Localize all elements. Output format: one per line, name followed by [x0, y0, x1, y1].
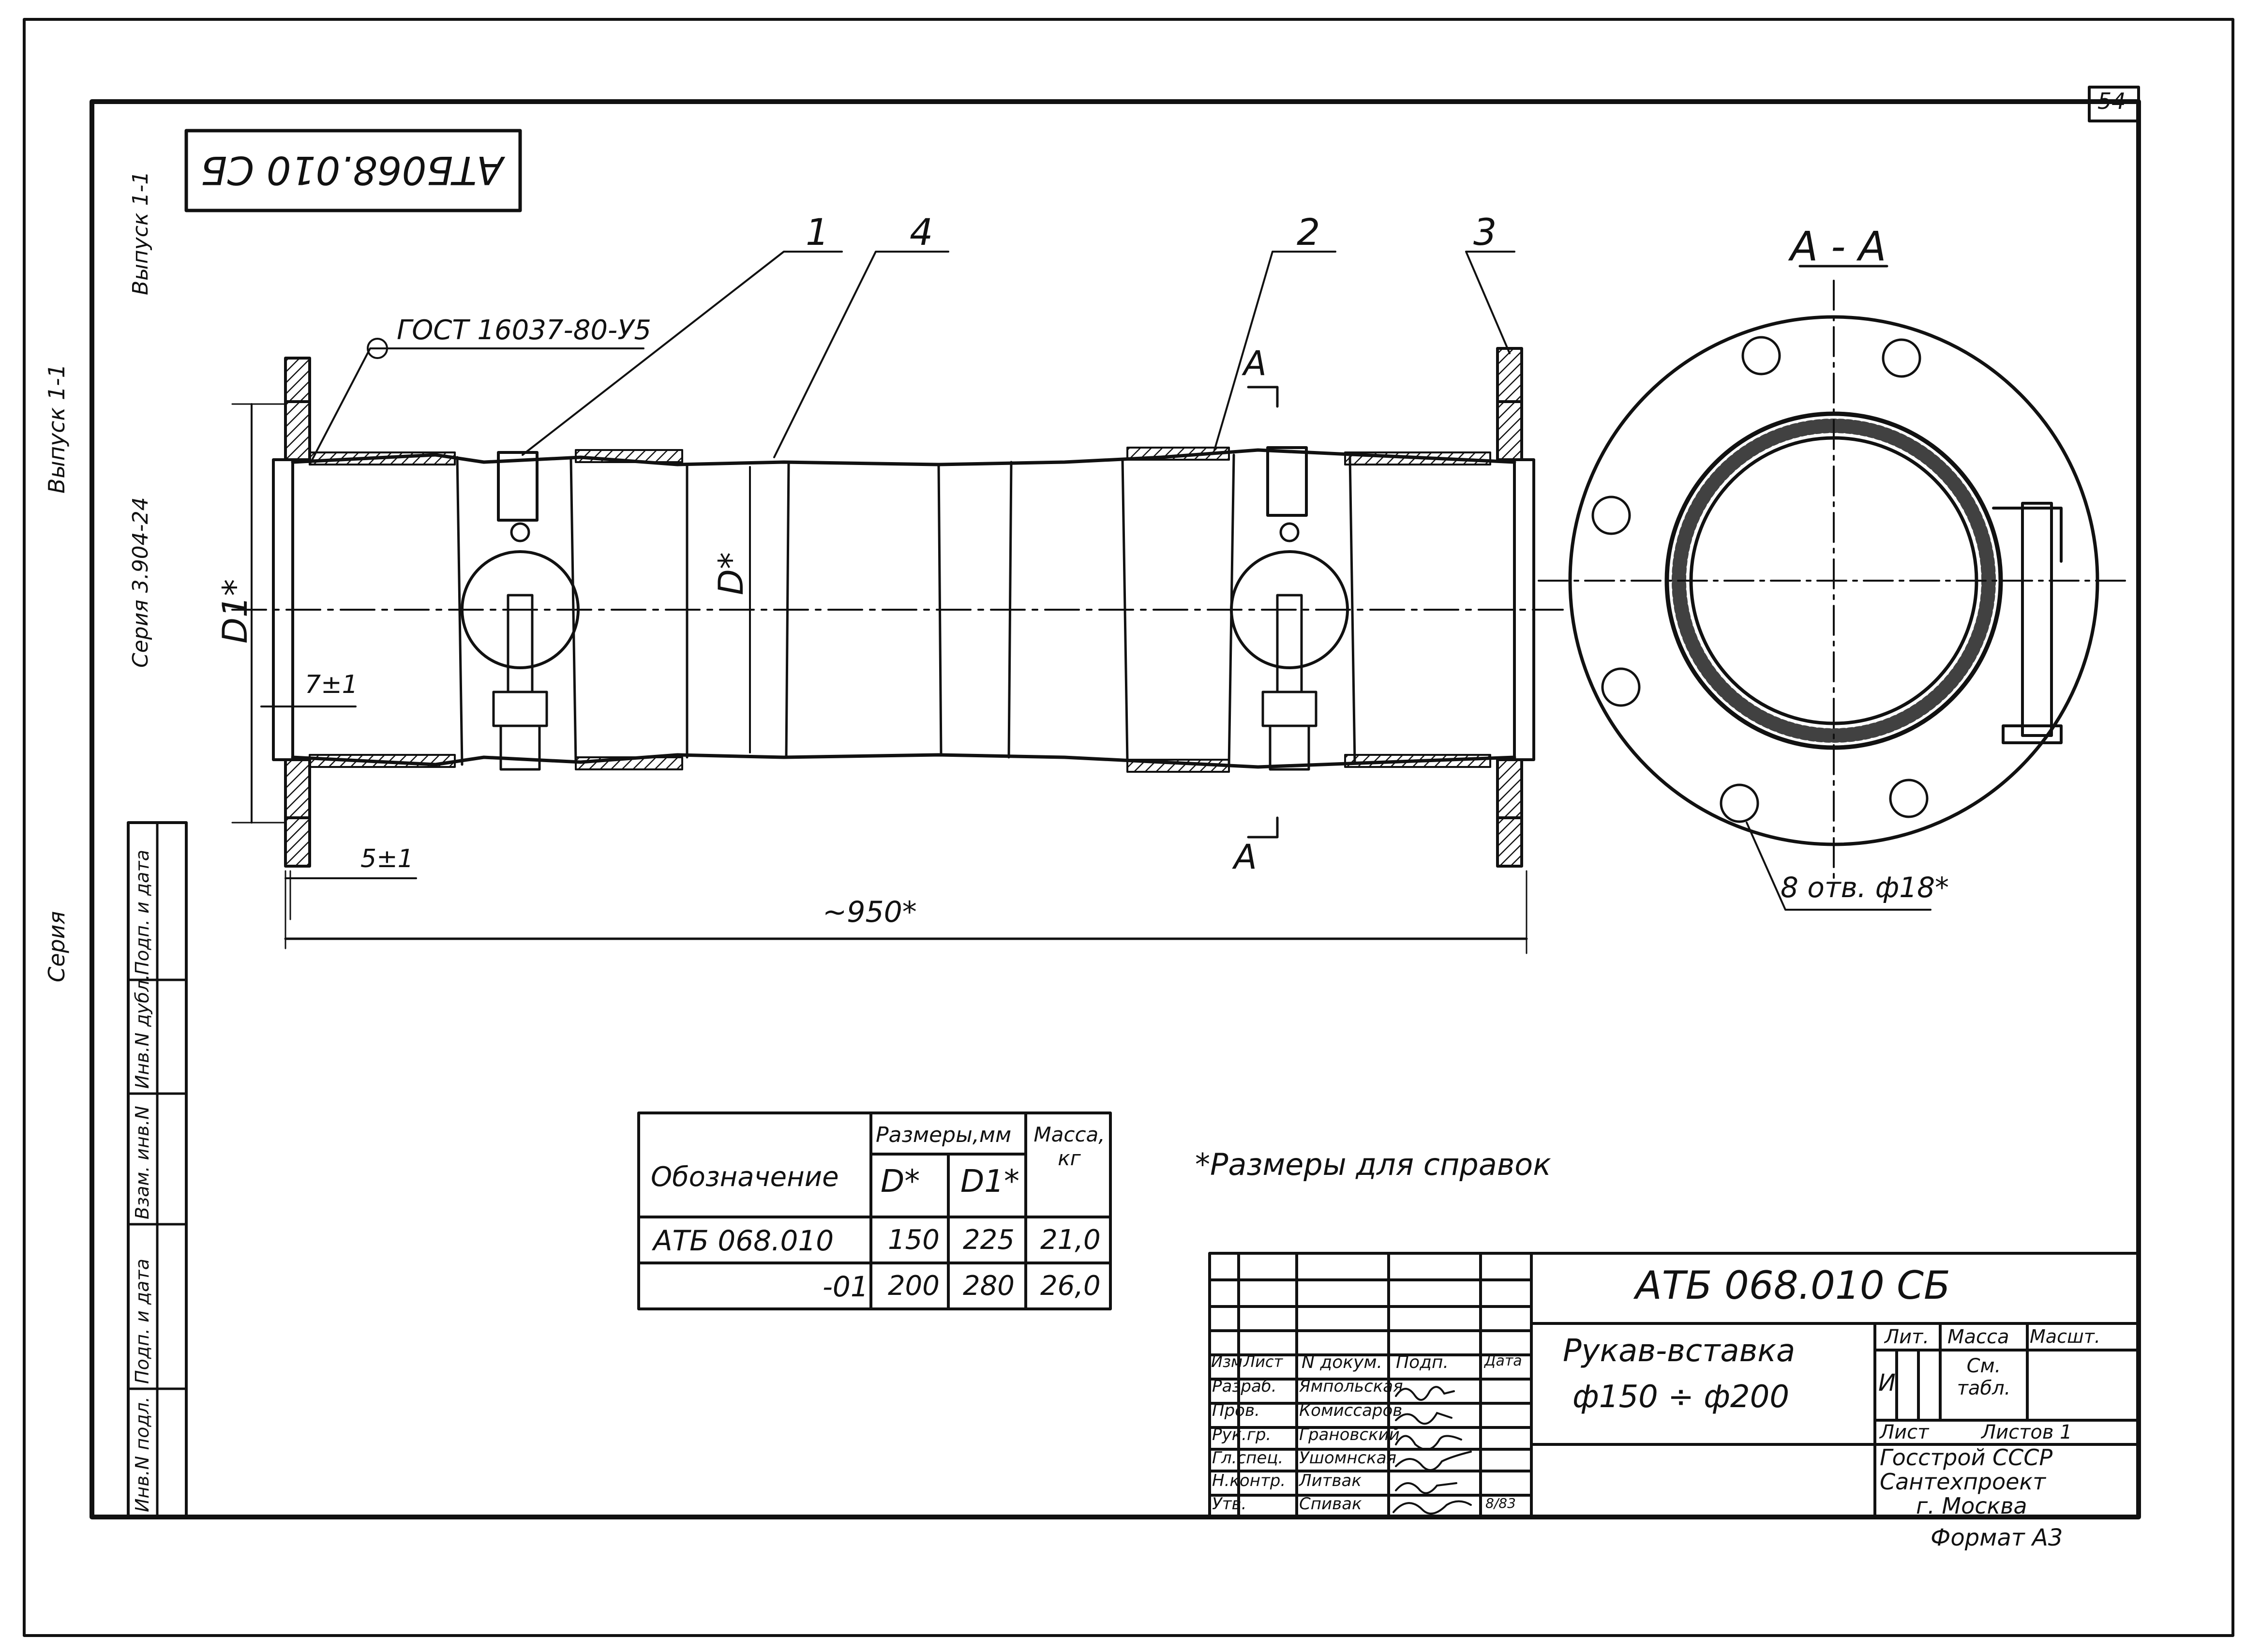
lit-label: Лит.: [1885, 1326, 1930, 1348]
staff-role-1: Разраб.: [1212, 1377, 1277, 1396]
callout-4: 4: [910, 210, 933, 254]
size-table-grid: [637, 1111, 1112, 1310]
signature-6: [1393, 1500, 1472, 1515]
mass-label: Масса: [1947, 1326, 2009, 1348]
col-header-podp: Подп.: [1396, 1352, 1449, 1372]
dim-7: 7±1: [305, 670, 358, 699]
mass-value: См. табл.: [1957, 1355, 2011, 1399]
size-row-1-D: 150: [888, 1224, 940, 1256]
org-line-3: г. Москва: [1916, 1493, 2027, 1519]
staff-role-3: Рук.гр.: [1212, 1425, 1272, 1444]
col-header-data: Дата: [1484, 1352, 1522, 1369]
signature-2: [1395, 1412, 1452, 1425]
staff-name-1: Ямпольская: [1299, 1377, 1403, 1396]
page-number: 54: [2097, 88, 2126, 114]
section-title: А - А: [1790, 223, 1887, 270]
size-row-2-designation: -01: [823, 1270, 868, 1303]
size-row-1-mass: 21,0: [1040, 1224, 1101, 1256]
staff-name-4: Ушомнская: [1299, 1448, 1397, 1468]
format-label: Формат А3: [1931, 1524, 2063, 1551]
col-header-list: Лист: [1243, 1352, 1283, 1371]
size-row-2-mass: 26,0: [1040, 1270, 1101, 1302]
approval-date: 8/83: [1485, 1495, 1516, 1511]
col-header-ndokum: N докум.: [1302, 1352, 1382, 1372]
signature-5: [1395, 1482, 1457, 1494]
callout-1: 1: [806, 210, 829, 254]
org-line-1: Госстрой СССР: [1880, 1444, 2053, 1471]
size-table-header-designation: Обозначение: [651, 1161, 839, 1193]
size-table-header-sizes: Размеры,мм: [876, 1123, 1012, 1147]
section-mark-top: А: [1243, 344, 1267, 383]
size-row-2-D1: 280: [963, 1270, 1015, 1302]
title-name-line1: Рукав-вставка: [1563, 1333, 1796, 1369]
size-table-header-D: D*: [881, 1164, 920, 1200]
size-row-1-designation: АТБ 068.010: [653, 1224, 834, 1257]
gost-note: ГОСТ 16037-80-У5: [397, 315, 651, 346]
inner-frame: [90, 99, 2141, 1519]
sheets-label: Листов 1: [1981, 1421, 2072, 1443]
col-header-izm: Изм: [1211, 1352, 1243, 1371]
title-doc-code: АТБ 068.010 СБ: [1635, 1263, 1950, 1308]
outer-border: [23, 18, 2234, 1637]
size-table-header-D1: D1*: [960, 1164, 1019, 1200]
sheet-label: Лист: [1880, 1421, 1929, 1443]
size-table-header-mass: Масса, кг: [1033, 1123, 1105, 1170]
callout-2: 2: [1297, 210, 1320, 254]
reference-note: *Размеры для справок: [1195, 1147, 1551, 1182]
scale-label: Масшт.: [2030, 1326, 2100, 1347]
signature-3: [1395, 1435, 1462, 1451]
staff-name-5: Литвак: [1299, 1471, 1362, 1490]
page-number-box: [2088, 86, 2140, 122]
staff-role-6: Утв.: [1212, 1494, 1247, 1514]
staff-role-4: Гл.спец.: [1212, 1448, 1284, 1468]
signature-4: [1395, 1451, 1472, 1471]
staff-name-2: Комиссаров: [1299, 1401, 1403, 1420]
org-line-2: Сантехпроект: [1880, 1469, 2046, 1495]
doc-code-stamp-box: [184, 129, 522, 212]
size-row-2-D: 200: [888, 1270, 940, 1302]
holes-note: 8 отв. ф18*: [1781, 871, 1949, 904]
section-mark-bottom: А: [1234, 837, 1257, 877]
size-row-1-D1: 225: [963, 1224, 1015, 1256]
callout-3: 3: [1473, 210, 1497, 254]
staff-name-6: Спивак: [1299, 1494, 1362, 1514]
title-name-line2: ф150 ÷ ф200: [1572, 1379, 1790, 1415]
title-block-grid: [1208, 1252, 2140, 1518]
staff-name-3: Грановский: [1299, 1425, 1400, 1444]
staff-role-5: Н.контр.: [1212, 1471, 1286, 1490]
staff-role-2: Пров.: [1212, 1401, 1260, 1420]
dim-5: 5±1: [360, 844, 414, 873]
lit-value: И: [1878, 1369, 1896, 1397]
dim-950: ~950*: [823, 895, 917, 929]
signature-1: [1395, 1386, 1455, 1401]
